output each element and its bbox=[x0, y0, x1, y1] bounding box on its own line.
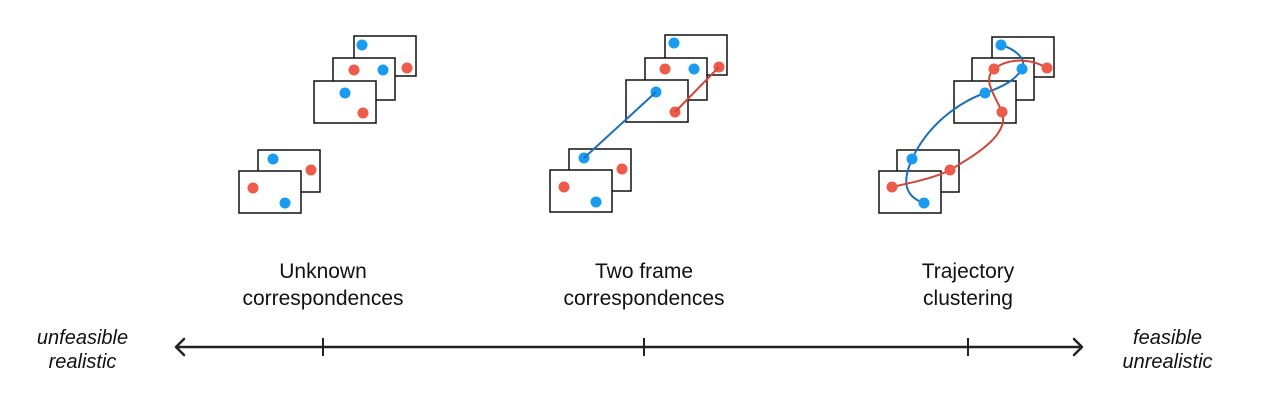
red-point bbox=[988, 63, 1000, 75]
blue-point bbox=[995, 39, 1007, 51]
stage-label-two-frame: Two frame correspondences bbox=[544, 258, 744, 312]
red-point bbox=[305, 164, 317, 176]
red-point bbox=[659, 63, 671, 75]
red-point bbox=[944, 164, 956, 176]
blue-point bbox=[339, 87, 351, 99]
blue-point bbox=[279, 197, 291, 209]
blue-point bbox=[979, 87, 991, 99]
blue-point bbox=[267, 153, 279, 165]
blue-point bbox=[1016, 63, 1028, 75]
red-point bbox=[348, 64, 360, 76]
red-point bbox=[558, 181, 570, 193]
stage-label-line: correspondences bbox=[242, 287, 404, 310]
axis-right-label-line: unrealistic bbox=[1122, 351, 1213, 373]
axis-right-label: feasible unrealistic bbox=[1095, 326, 1240, 374]
axis-left-label-line: unfeasible bbox=[36, 327, 129, 349]
axis-left-arrowhead bbox=[174, 337, 186, 357]
red-point bbox=[357, 107, 369, 119]
blue-point bbox=[668, 37, 680, 49]
stage-label-line: Trajectory bbox=[921, 260, 1015, 283]
stage-unknown-frames bbox=[238, 35, 417, 214]
red-point bbox=[886, 181, 898, 193]
stage-label-unknown: Unknown correspondences bbox=[223, 258, 423, 312]
stage-two-frame-frames bbox=[549, 34, 728, 213]
blue-point bbox=[918, 197, 930, 209]
red-correspondence-line bbox=[674, 66, 720, 113]
stage-trajectory-frames bbox=[878, 36, 1055, 214]
axis-right-arrowhead bbox=[1072, 337, 1084, 357]
spectrum-axis bbox=[174, 337, 1084, 357]
stage-label-line: Two frame bbox=[594, 260, 694, 283]
blue-point bbox=[590, 196, 602, 208]
frame bbox=[549, 169, 613, 213]
stage-label-line: clustering bbox=[923, 287, 1013, 310]
red-point bbox=[247, 182, 259, 194]
frame bbox=[238, 170, 302, 214]
blue-correspondence-line bbox=[583, 91, 657, 159]
red-point bbox=[1041, 62, 1053, 74]
blue-point bbox=[688, 63, 700, 75]
blue-point bbox=[906, 153, 918, 165]
stage-label-line: correspondences bbox=[563, 287, 725, 310]
blue-point bbox=[356, 39, 368, 51]
axis-left-label: unfeasible realistic bbox=[10, 326, 155, 374]
blue-point bbox=[377, 64, 389, 76]
red-point bbox=[616, 163, 628, 175]
stage-label-trajectory: Trajectory clustering bbox=[868, 258, 1068, 312]
axis-right-label-line: feasible bbox=[1133, 327, 1202, 349]
stage-label-line: Unknown bbox=[279, 260, 367, 283]
frame bbox=[953, 80, 1017, 124]
axis-left-label-line: realistic bbox=[48, 351, 117, 373]
red-point bbox=[996, 106, 1008, 118]
red-point bbox=[401, 62, 413, 74]
